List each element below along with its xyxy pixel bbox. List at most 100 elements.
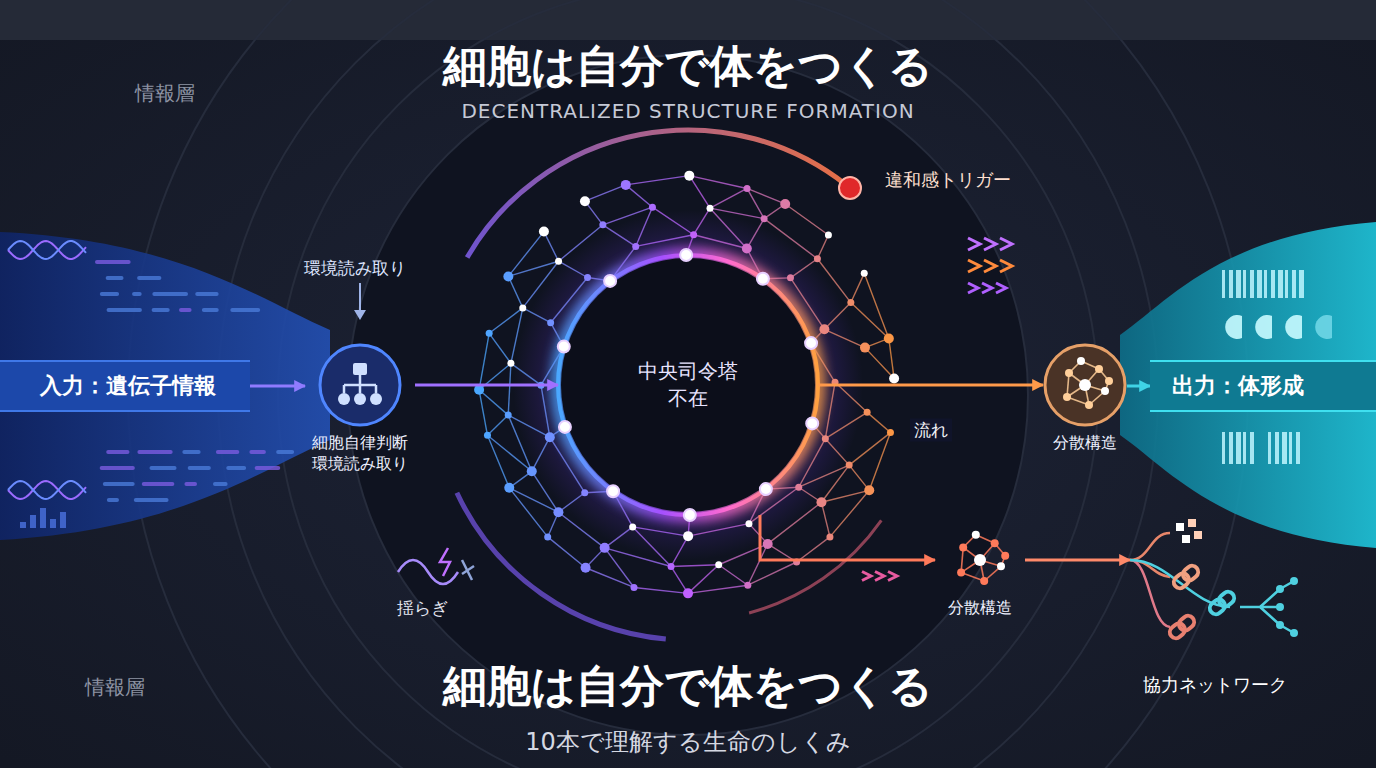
cell-network bbox=[509, 488, 558, 512]
output-pattern bbox=[1243, 432, 1246, 464]
gene-data bbox=[100, 292, 119, 296]
cell-network bbox=[603, 225, 636, 247]
cell-network bbox=[558, 512, 604, 548]
flow-chevrons bbox=[996, 283, 1006, 293]
bottom-title: 細胞は自分で体をつくる bbox=[443, 657, 933, 716]
cooperation-icons bbox=[1181, 563, 1201, 582]
flow-chevrons bbox=[862, 238, 1012, 581]
cell-network bbox=[508, 415, 550, 437]
node-label: 分散構造 bbox=[935, 598, 1025, 619]
node-label: 中央司令塔 不在 bbox=[632, 358, 744, 412]
gene-data bbox=[8, 241, 86, 259]
cell-network bbox=[684, 171, 694, 181]
gene-data bbox=[50, 519, 56, 528]
flow-arcs bbox=[457, 493, 666, 639]
cell-network bbox=[864, 485, 874, 495]
core-disc bbox=[348, 55, 1028, 735]
cell-network bbox=[819, 324, 829, 334]
gene-data bbox=[30, 515, 36, 528]
connector bbox=[1127, 385, 1150, 388]
gene-data bbox=[276, 450, 294, 454]
cell-network bbox=[869, 433, 890, 491]
output-pattern bbox=[1268, 432, 1271, 464]
connector bbox=[1025, 559, 1130, 562]
cooperation-network: 協力ネットワーク bbox=[1130, 515, 1300, 697]
ring-dots bbox=[558, 341, 570, 353]
cell-network bbox=[547, 319, 554, 326]
cell-network bbox=[508, 415, 532, 471]
gene-data bbox=[100, 466, 135, 470]
cell-network bbox=[544, 533, 551, 540]
gene-data bbox=[213, 482, 228, 486]
cell-network bbox=[586, 568, 634, 588]
cooperation-icons bbox=[1276, 585, 1284, 593]
cell-network bbox=[559, 261, 588, 277]
cooperation-icons bbox=[1194, 531, 1202, 539]
cell-network bbox=[821, 490, 869, 502]
cell-network bbox=[830, 490, 869, 537]
cell-network bbox=[824, 303, 850, 330]
cell-network bbox=[825, 382, 835, 438]
cell-network bbox=[864, 273, 889, 338]
flow-chevrons bbox=[1000, 238, 1012, 250]
cell-network bbox=[748, 544, 768, 585]
cell-network bbox=[527, 466, 537, 476]
cell-network bbox=[764, 219, 817, 259]
input-stream bbox=[0, 232, 330, 540]
cooperation-icons bbox=[1240, 581, 1294, 633]
cell-network bbox=[816, 497, 826, 507]
gene-data bbox=[152, 308, 170, 312]
cell-network bbox=[636, 235, 694, 247]
tree-icon bbox=[370, 393, 382, 405]
ring-dots bbox=[806, 417, 818, 429]
read-arrow bbox=[354, 310, 366, 320]
gene-data bbox=[60, 512, 66, 528]
cooperation-icons bbox=[1167, 613, 1196, 640]
cell-network bbox=[747, 219, 764, 249]
output-pattern bbox=[1250, 432, 1254, 464]
cell-network bbox=[689, 176, 747, 189]
trigger-dot bbox=[839, 177, 861, 199]
cooperation-icons bbox=[1130, 533, 1230, 627]
cell-network bbox=[847, 299, 854, 306]
cell-network bbox=[584, 274, 591, 281]
cell-network bbox=[605, 548, 671, 567]
cell-network bbox=[747, 188, 785, 203]
tree-icon bbox=[344, 375, 376, 393]
output-pattern bbox=[1250, 270, 1254, 298]
tree-icon bbox=[353, 363, 367, 375]
output-pattern bbox=[1229, 270, 1233, 298]
output-pattern bbox=[1264, 270, 1267, 298]
cell-network bbox=[710, 208, 764, 218]
cell-network bbox=[851, 303, 889, 339]
cell-network bbox=[489, 308, 523, 333]
gene-data bbox=[103, 482, 135, 486]
net-icon bbox=[1101, 387, 1109, 395]
cell-network bbox=[865, 348, 894, 379]
cell-network bbox=[605, 527, 633, 548]
cell-network bbox=[887, 429, 894, 436]
cell-network bbox=[541, 385, 550, 437]
cell-network bbox=[851, 273, 864, 302]
input-band: 入力：遺伝子情報 bbox=[0, 360, 250, 412]
cell-network bbox=[683, 588, 693, 598]
fluctuation-label: 揺らぎ bbox=[397, 597, 448, 620]
ring-dots bbox=[757, 273, 769, 285]
cell-network bbox=[636, 207, 653, 246]
cell-network bbox=[553, 507, 563, 517]
net2-icon bbox=[980, 577, 988, 585]
output-pattern bbox=[1275, 432, 1279, 464]
net-icon bbox=[1077, 357, 1085, 365]
cell-network bbox=[889, 338, 894, 378]
cell-network bbox=[486, 330, 493, 337]
output-pattern bbox=[1285, 270, 1288, 298]
cell-network bbox=[503, 271, 513, 281]
net2-icon bbox=[948, 528, 1012, 592]
connector bbox=[818, 384, 1043, 387]
cooperation-icons bbox=[1176, 523, 1184, 531]
cell-network bbox=[825, 231, 832, 238]
caption: 10本で理解する生命のしくみ bbox=[525, 726, 851, 758]
net-icon bbox=[1065, 369, 1073, 377]
